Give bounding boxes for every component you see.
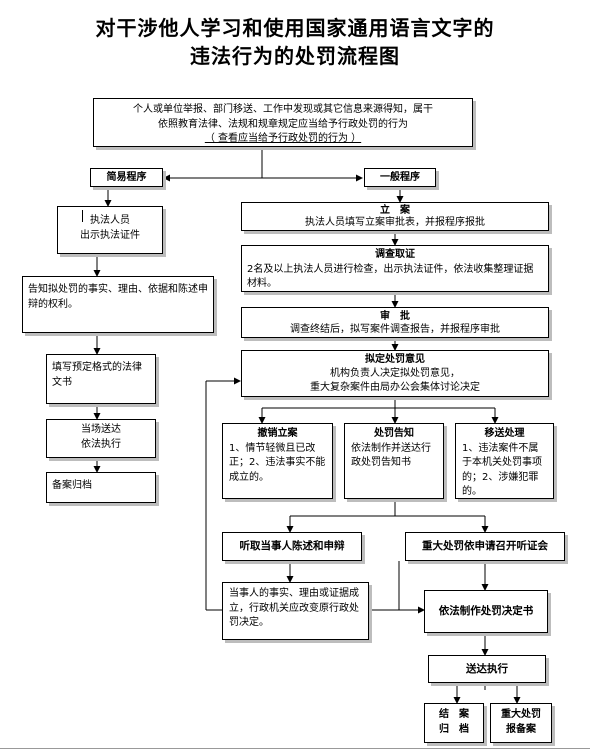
revoke-title: 撤销立案 — [257, 428, 298, 439]
source-box: 个人或单位举报、部门移送、工作中发现或其它信息来源得知，属干 依照教育法律、法规… — [93, 98, 473, 147]
source-link[interactable]: （ 查看应当给予行政处罚的行为 ） — [204, 133, 362, 144]
general-step-filing: 立 案 执法人员填写立案审批表，并报程序报批 — [241, 202, 549, 231]
approve-text: 调查终结后，拟写案件调查报告，并报程序审批 — [290, 324, 500, 335]
deliver-box: 送达执行 — [428, 655, 546, 683]
page-bottom-rule — [0, 748, 590, 749]
simple-program-label: 简易程序 — [90, 168, 163, 187]
close-line2: 归 档 — [439, 724, 469, 735]
outcome-notice: 处罚告知 依法制作并送达行政处罚告知书 — [344, 423, 444, 499]
simple-step1-line2: 出示执法证件 — [80, 229, 140, 241]
hear-statement-box: 听取当事人陈述和申辩 — [222, 532, 362, 561]
text-caret — [82, 210, 83, 222]
filing-text: 执法人员填写立案审批表，并报程序报批 — [305, 217, 485, 228]
hearing-box: 重大处罚依申请召开听证会 — [405, 532, 565, 561]
general-program-label: 一般程序 — [364, 168, 436, 187]
simple-step-archive: 备案归档 — [46, 472, 156, 503]
investigate-title: 调查取证 — [375, 249, 415, 260]
transfer-title: 移送处理 — [484, 428, 525, 439]
opinion-line2: 重大复杂案件由局办公会集体讨论决定 — [310, 382, 480, 393]
simple-step4-line2: 依法执行 — [81, 438, 121, 450]
close-archive-box: 结 案 归 档 — [424, 703, 484, 743]
filing-title: 立 案 — [380, 205, 410, 216]
approve-title: 审 批 — [380, 311, 410, 322]
page-title-line2: 违法行为的处罚流程图 — [190, 44, 400, 68]
general-step-opinion: 拟定处罚意见 机构负责人决定拟处罚意见， 重大复杂案件由局办公会集体讨论决定 — [241, 350, 549, 397]
outcome-revoke: 撤销立案 1、情节轻微且已改正；2、违法事实不能成立的。 — [222, 423, 333, 499]
reconsider-box: 当事人的事实、理由或证据成立，行政机关应改变原行政处罚决定。 — [222, 582, 369, 640]
notice-text: 依法制作并送达行政处罚告知书 — [351, 442, 431, 469]
investigate-text: 2名及以上执法人员进行检查，出示执法证件，依法收集整理证据材料。 — [247, 263, 534, 290]
opinion-title: 拟定处罚意见 — [365, 354, 425, 365]
record-line2: 报备案 — [506, 724, 536, 735]
close-line1: 结 案 — [439, 709, 469, 720]
simple-step-inform: 告知拟处罚的事实、理由、依据和陈述申辩的权利。 — [22, 276, 214, 333]
record-box: 重大处罚 报备案 — [490, 703, 552, 743]
notice-title: 处罚告知 — [374, 428, 414, 439]
simple-step-deliver: 当场送达 依法执行 — [46, 419, 156, 458]
page-title-line1: 对干涉他人学习和使用国家通用语言文字的 — [95, 16, 495, 40]
general-step-investigate: 调查取证 2名及以上执法人员进行检查，出示执法证件，依法收集整理证据材料。 — [241, 245, 549, 292]
decision-box: 依法制作处罚决定书 — [424, 590, 548, 633]
revoke-text: 1、情节轻微且已改正；2、违法事实不能成立的。 — [229, 442, 326, 483]
source-line1: 个人或单位举报、部门移送、工作中发现或其它信息来源得知，属干 — [133, 104, 433, 115]
source-line2: 依照教育法律、法规和规章规定应当给予行政处罚的行为 — [158, 118, 408, 130]
transfer-text: 1、违法案件不属于本机关处罚事项的；2、涉嫌犯罪的。 — [462, 442, 542, 498]
general-step-approve: 审 批 调查终结后，拟写案件调查报告，并报程序审批 — [241, 307, 549, 338]
simple-step4-line1: 当场送达 — [81, 424, 121, 435]
outcome-transfer: 移送处理 1、违法案件不属于本机关处罚事项的；2、涉嫌犯罪的。 — [455, 423, 554, 499]
simple-step1-line1: 执法人员 — [90, 215, 130, 226]
simple-step-fill-form: 填写预定格式的法律文书 — [46, 354, 156, 404]
record-line1: 重大处罚 — [501, 709, 541, 720]
opinion-line1: 机构负责人决定拟处罚意见， — [330, 368, 460, 379]
simple-step-show-id: 执法人员 出示执法证件 — [57, 206, 163, 254]
